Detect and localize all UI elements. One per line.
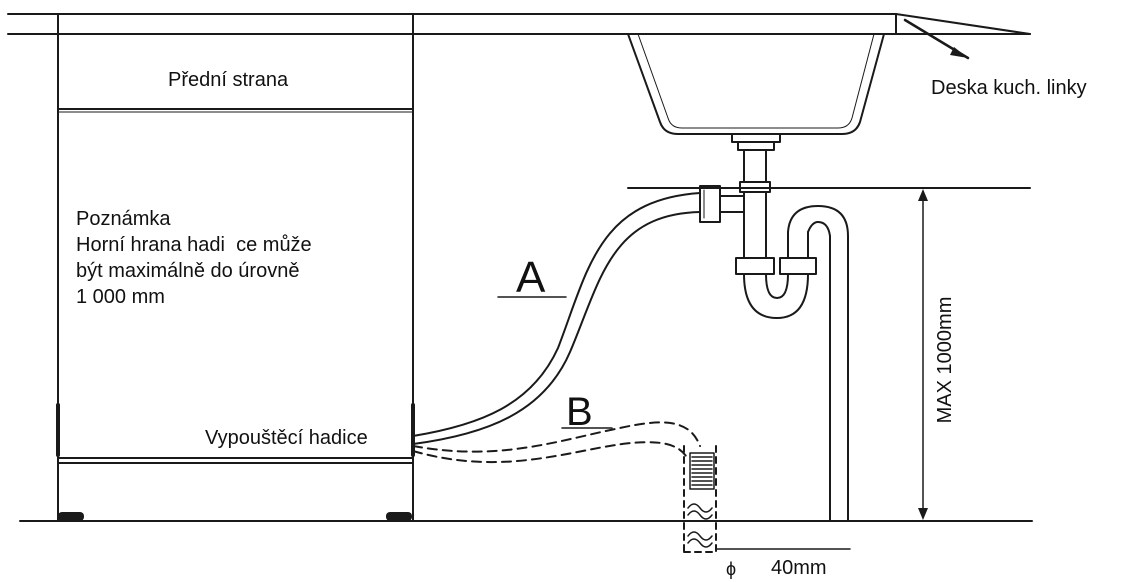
- note-line-2: být maximálně do úrovně: [76, 260, 300, 282]
- note-line-3: 1 000 mm: [76, 286, 165, 308]
- front-side-label: Přední strana: [168, 69, 289, 91]
- drain-hose-label: Vypouštěcí hadice: [205, 427, 368, 449]
- diameter-value-label: 40mm: [771, 557, 827, 579]
- note-title: Poznámka: [76, 208, 171, 230]
- countertop-label: Deska kuch. linky: [931, 77, 1087, 99]
- diameter-symbol: ϕ: [726, 559, 737, 579]
- sink-drain-fitting: [731, 133, 781, 193]
- dishwasher-foot-right: [386, 512, 412, 521]
- hose-b-label: B: [566, 390, 593, 434]
- max-height-label: MAX 1000mm: [934, 296, 956, 424]
- countertop-leader-arrow: [903, 18, 970, 60]
- drain-hose-a: [412, 192, 701, 445]
- dishwasher: [56, 13, 415, 521]
- dishwasher-foot-left: [58, 512, 84, 521]
- siphon-hose-inlet: [699, 185, 745, 223]
- countertop: [7, 13, 1031, 35]
- standpipe: [683, 445, 717, 553]
- note-line-1: Horní hrana hadi ce může: [76, 234, 312, 256]
- siphon-trap: [735, 191, 849, 522]
- standpipe-breaks: [687, 503, 713, 548]
- standpipe-grille: [689, 452, 715, 490]
- drain-hose-b: [412, 421, 701, 464]
- hose-a-label: A: [516, 253, 546, 302]
- sink-bowl: [627, 33, 885, 135]
- max-height-dimension: [918, 189, 928, 520]
